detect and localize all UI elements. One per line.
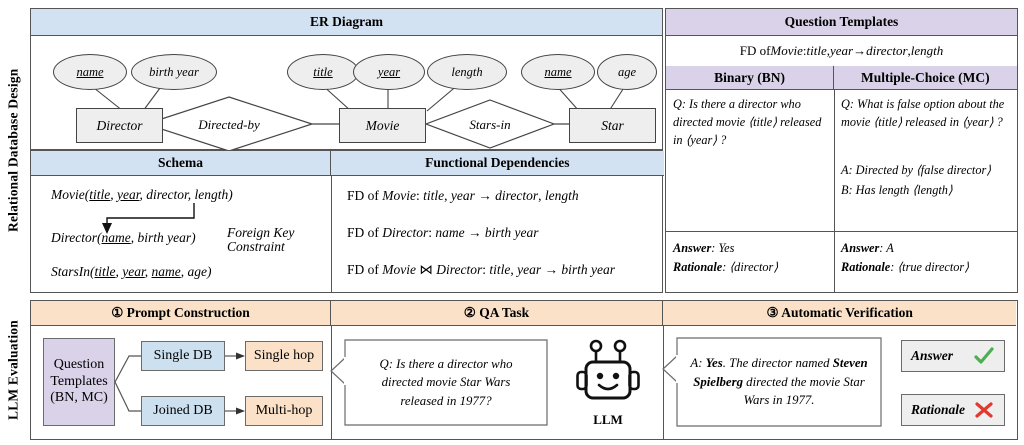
schema-relation-director: Director(name, birth year) <box>51 230 196 245</box>
er-attribute-movie-year: year <box>353 54 425 90</box>
er-diagram-panel: ER Diagram <box>30 8 663 152</box>
functional-dependencies-title: Functional Dependencies <box>331 151 664 176</box>
foreign-key-note: Foreign Key Constraint <box>227 225 295 255</box>
er-relationship-stars-in: Stars-in <box>469 116 511 132</box>
llm-evaluation-header-row: ① Prompt Construction ② QA Task ③ Automa… <box>31 301 1017 326</box>
functional-dependencies-content: FD of Movie: title, year → director, len… <box>331 176 664 292</box>
fd-item-join: FD of Movie ⋈ Director: title, year → bi… <box>347 262 616 277</box>
er-entity-movie: Movie <box>339 108 426 143</box>
mc-answer-block: Answer: A Rationale: ⟨true director⟩ <box>841 241 970 274</box>
llm-evaluation-panel: ① Prompt Construction ② QA Task ③ Automa… <box>30 300 1018 440</box>
binary-question: Q: Is there a director who directed movi… <box>673 97 822 147</box>
question-templates-title: Question Templates <box>666 9 1017 36</box>
question-templates-subheaders: Binary (BN) Multiple-Choice (MC) <box>666 66 1017 90</box>
er-attribute-movie-title: title <box>287 54 359 90</box>
rationale-check-box[interactable]: Rationale <box>901 394 1005 426</box>
llm-evaluation-body: Question Templates (BN, MC) Single DB Jo… <box>31 326 1017 439</box>
mc-option-a: A: Directed by ⟨false director⟩ <box>841 163 992 177</box>
llm-label: LLM <box>593 412 623 427</box>
multiple-choice-column: Q: What is false option about the movie … <box>834 90 1017 292</box>
cross-icon <box>975 402 993 418</box>
schema-title: Schema <box>31 151 331 176</box>
binary-answer-divider <box>666 231 834 233</box>
schema-relation-movie: Movie(title, year, director, length) <box>51 187 233 202</box>
llm-response-bubble: A: Yes. The director named Steven Spielb… <box>690 356 868 408</box>
multi-hop-box[interactable]: Multi-hop <box>245 396 323 426</box>
fd-item-movie: FD of Movie: title, year → director, len… <box>347 188 579 203</box>
binary-column: Q: Is there a director who directed movi… <box>666 90 835 292</box>
er-entity-director: Director <box>76 108 163 143</box>
qa-prompt-bubble: Q: Is there a director who directed movi… <box>379 356 513 408</box>
step1-prompt-construction: Question Templates (BN, MC) Single DB Jo… <box>31 326 332 439</box>
single-hop-box[interactable]: Single hop <box>245 341 323 371</box>
mc-answer-divider <box>834 231 1017 233</box>
er-attribute-movie-length: length <box>427 54 507 90</box>
er-relationship-directed-by: Directed-by <box>198 116 260 132</box>
fd-item-director: FD of Director: name → birth year <box>347 225 539 240</box>
schema-relation-starsin: StarsIn(title, year, name, age) <box>51 264 212 279</box>
er-attribute-star-age: age <box>597 54 657 90</box>
check-icon <box>974 347 994 364</box>
step3-title: ③ Automatic Verification <box>663 301 1017 326</box>
mc-option-b: B: Has length ⟨length⟩ <box>841 183 953 197</box>
schema-fd-panel: Schema Functional Dependencies Movie(tit… <box>30 150 664 293</box>
er-diagram-title: ER Diagram <box>31 9 662 36</box>
row-label-llm-evaluation: LLM Evaluation <box>5 320 21 420</box>
er-entity-star: Star <box>569 108 656 143</box>
row-label-relational-database-design: Relational Database Design <box>5 68 21 233</box>
step1-title: ① Prompt Construction <box>31 301 331 326</box>
schema-fd-body: Movie(title, year, director, length) Dir… <box>31 176 662 292</box>
step3-automatic-verification: A: Yes. The director named Steven Spielb… <box>662 326 1016 439</box>
binary-answer-block: Answer: Yes Rationale: ⟨director⟩ <box>673 241 779 274</box>
multiple-choice-question: Q: What is false option about the movie … <box>841 97 1005 129</box>
er-diagram-canvas: name birth year title year length name a… <box>31 36 662 152</box>
question-templates-source-fd: FD of Movie: title, year → director, len… <box>666 36 1017 67</box>
binary-column-header: Binary (BN) <box>666 66 834 90</box>
step2-qa-task: Q: Is there a director who directed movi… <box>330 326 664 439</box>
schema-content: Movie(title, year, director, length) Dir… <box>31 176 332 292</box>
schema-fd-header-row: Schema Functional Dependencies <box>31 151 664 176</box>
single-db-box[interactable]: Single DB <box>141 341 225 371</box>
joined-db-box[interactable]: Joined DB <box>141 396 225 426</box>
er-attribute-director-name: name <box>53 54 127 90</box>
multiple-choice-column-header: Multiple-Choice (MC) <box>834 66 1017 90</box>
question-templates-source-box[interactable]: Question Templates (BN, MC) <box>43 338 115 426</box>
robot-icon <box>576 339 640 400</box>
er-attribute-director-birth-year: birth year <box>131 54 217 90</box>
er-attribute-star-name: name <box>521 54 595 90</box>
step2-title: ② QA Task <box>331 301 663 326</box>
answer-check-box[interactable]: Answer <box>901 340 1005 372</box>
question-templates-panel: Question Templates FD of Movie: title, y… <box>665 8 1018 293</box>
question-templates-body: Q: Is there a director who directed movi… <box>666 90 1017 292</box>
